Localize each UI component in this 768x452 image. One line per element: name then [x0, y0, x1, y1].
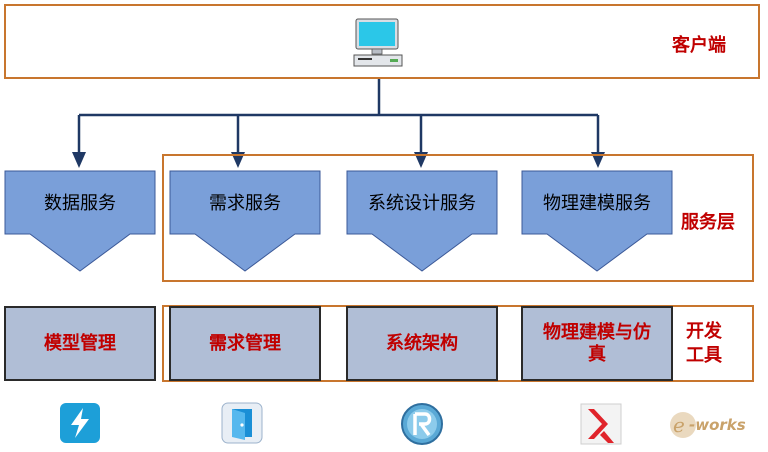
tools-label-text: 开发工具	[686, 321, 722, 366]
service-physical-modeling-label: 物理建模服务	[543, 193, 651, 214]
computer-icon	[352, 18, 404, 68]
tool-model-management: 模型管理	[4, 306, 156, 381]
app-logo-r-icon	[400, 402, 444, 450]
tool-physical-modeling-simulation: 物理建模与仿真	[521, 306, 673, 381]
client-layer	[4, 4, 760, 79]
service-label: 服务层	[681, 212, 735, 233]
service-physical-modeling: 物理建模服务	[521, 170, 673, 272]
svg-text:e: e	[673, 413, 685, 437]
service-data: 数据服务	[4, 170, 156, 272]
e-works-logo: e -works	[669, 408, 761, 444]
app-logo-bolt-icon	[59, 402, 101, 448]
tools-label: 开发工具	[686, 320, 736, 368]
client-label: 客户端	[672, 35, 726, 56]
svg-text:-works: -works	[689, 416, 746, 434]
service-data-label: 数据服务	[44, 193, 116, 214]
service-requirements-label: 需求服务	[209, 193, 281, 214]
service-system-design: 系统设计服务	[346, 170, 498, 272]
app-logo-k-icon	[580, 403, 622, 449]
service-system-design-label: 系统设计服务	[368, 193, 476, 214]
tool-system-architecture: 系统架构	[346, 306, 498, 381]
service-layer	[162, 154, 754, 282]
app-logo-door-icon	[221, 402, 263, 448]
tool-requirements-management: 需求管理	[169, 306, 321, 381]
service-requirements: 需求服务	[169, 170, 321, 272]
